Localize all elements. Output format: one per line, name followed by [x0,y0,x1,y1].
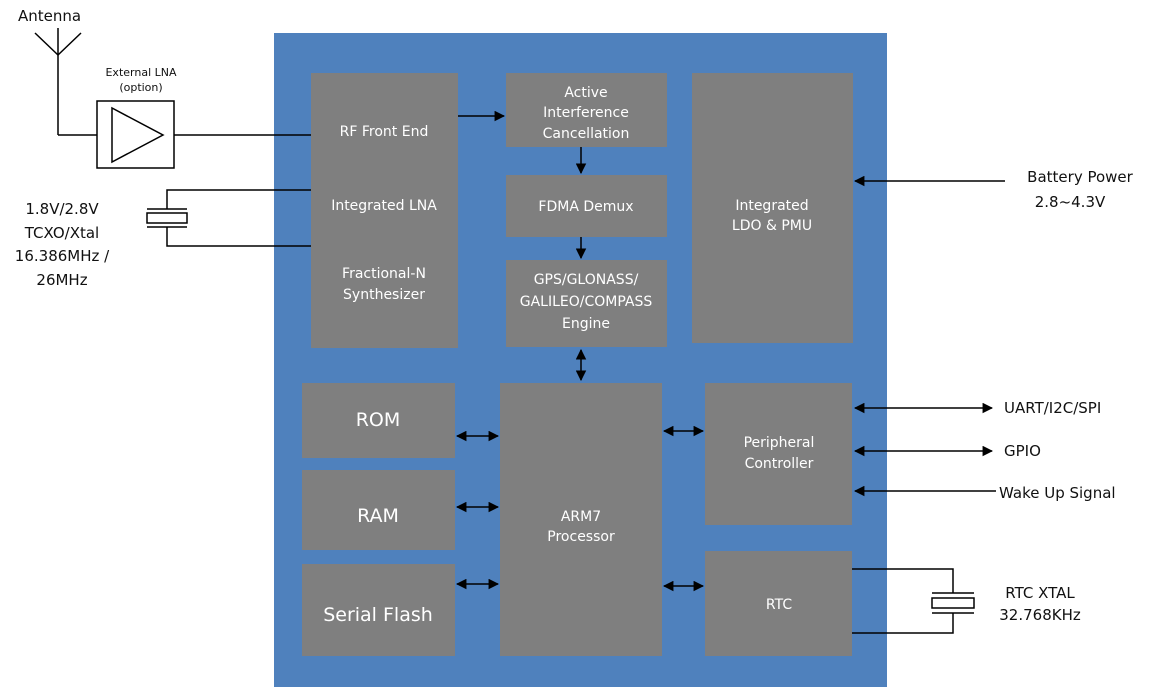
aic-label-1: Active [564,85,607,101]
gnss-label-2: GALILEO/COMPASS [520,294,653,310]
ldo-label-2: LDO & PMU [732,218,812,234]
battery-label-1: Battery Power [1027,168,1133,186]
periph-block [705,383,852,525]
aic-label-3: Cancellation [543,126,630,142]
rf-label-3: Fractional-N [342,266,426,282]
lna-label-2: (option) [119,81,162,94]
aic-label-2: Interference [543,105,629,121]
tcxo-label-3: 16.386MHz / [15,247,110,265]
fdma-label: FDMA Demux [538,199,633,215]
gpio-label: GPIO [1004,442,1041,460]
amplifier-icon [111,106,165,164]
periph-label-1: Peripheral [744,435,815,451]
lna-label-1: External LNA [105,66,176,79]
gnss-block [506,260,667,347]
rf-label-4: Synthesizer [343,287,425,303]
gnss-label-1: GPS/GLONASS/ [534,272,639,288]
rom-block [302,383,455,458]
arm-label-1: ARM7 [561,509,601,525]
ldo-label-1: Integrated [735,198,808,214]
rom-label: ROM [356,409,401,431]
rtc-xtal-label-2: 32.768KHz [999,606,1081,624]
rf-label-2: Integrated LNA [331,198,437,214]
crystal-icon [146,189,311,247]
flash-label: Serial Flash [323,604,433,626]
arm-block [500,383,662,656]
rtc-label: RTC [766,597,792,613]
arm-label-2: Processor [547,529,615,545]
ldo-block [692,73,853,343]
antenna-label: Antenna [18,7,81,25]
ram-label: RAM [357,505,399,527]
rtc-crystal-icon [852,568,975,634]
periph-label-2: Controller [745,456,814,472]
rf-block [311,73,458,348]
aic-block [506,73,667,147]
tcxo-label-2: TCXO/Xtal [24,224,99,242]
tcxo-label-4: 26MHz [36,271,87,289]
uart-label: UART/I2C/SPI [1004,399,1101,417]
fdma-block [506,175,667,237]
ram-block [302,470,455,550]
rf-label-1: RF Front End [340,124,429,140]
battery-label-2: 2.8~4.3V [1035,193,1106,211]
wakeup-label: Wake Up Signal [999,484,1116,502]
tcxo-label-1: 1.8V/2.8V [25,200,99,218]
antenna-icon [34,28,82,135]
flash-block [302,564,455,656]
rtc-block [705,551,852,656]
gnss-label-3: Engine [562,316,610,332]
rtc-xtal-label-1: RTC XTAL [1005,584,1075,602]
